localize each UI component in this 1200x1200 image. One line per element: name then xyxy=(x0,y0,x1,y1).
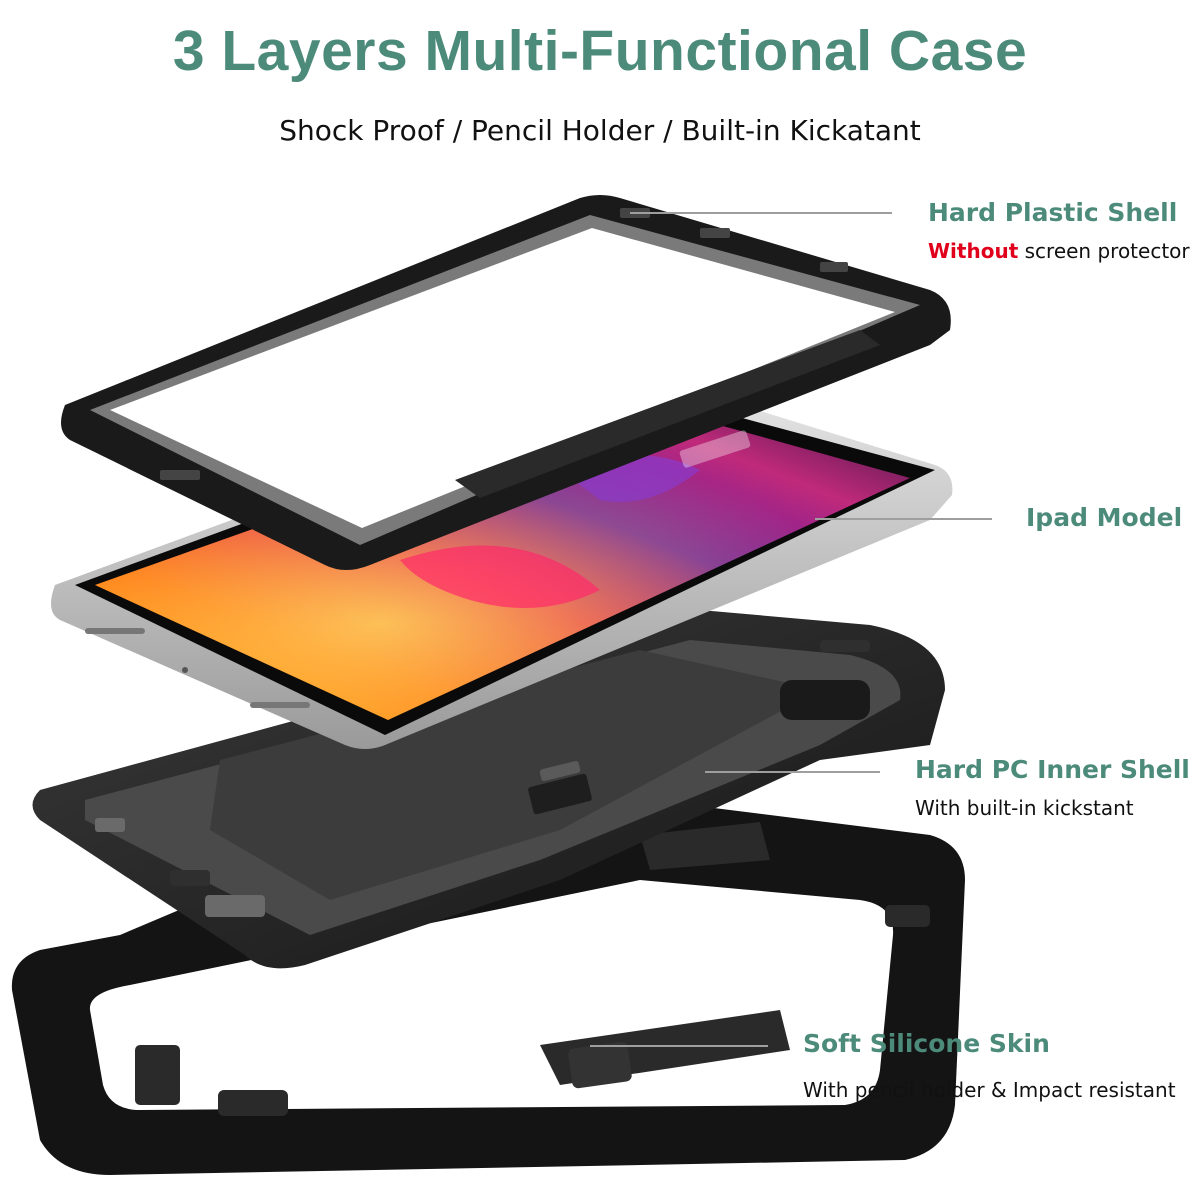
page-title: 3 Layers Multi-Functional Case xyxy=(172,19,1028,83)
inner-shell-leader-line xyxy=(705,771,880,773)
silicone-skin-desc: With pencil holder & Impact resistant xyxy=(803,1078,1176,1102)
inner-shell-title: Hard PC Inner Shell xyxy=(915,755,1190,784)
silicone-skin-title: Soft Silicone Skin xyxy=(803,1029,1050,1058)
pc-inner-shell-shape xyxy=(32,610,945,969)
ipad-model-title: Ipad Model xyxy=(1026,503,1183,532)
callout-inner-shell: Hard PC Inner Shell With built-in kickst… xyxy=(915,755,1190,820)
plastic-shell-shape xyxy=(61,195,951,570)
ipad-model-leader-line xyxy=(815,518,992,520)
plastic-shell-leader-line xyxy=(630,212,892,214)
callout-ipad-model: Ipad Model xyxy=(1026,503,1182,532)
callout-silicone-skin: Soft Silicone Skin With pencil holder & … xyxy=(803,1029,1176,1102)
ipad-model-shape xyxy=(51,374,953,749)
inner-shell-desc: With built-in kickstant xyxy=(915,796,1134,820)
without-highlight: Without xyxy=(928,239,1019,263)
plastic-shell-title: Hard Plastic Shell xyxy=(928,198,1178,227)
page-subtitle: Shock Proof / Pencil Holder / Built-in K… xyxy=(279,114,921,147)
silicone-skin-leader-line xyxy=(590,1045,768,1047)
callout-plastic-shell: Hard Plastic Shell Without screen protec… xyxy=(928,198,1190,263)
plastic-shell-desc: Without screen protector xyxy=(928,239,1190,263)
plastic-shell-desc-rest: screen protector xyxy=(1018,239,1190,263)
